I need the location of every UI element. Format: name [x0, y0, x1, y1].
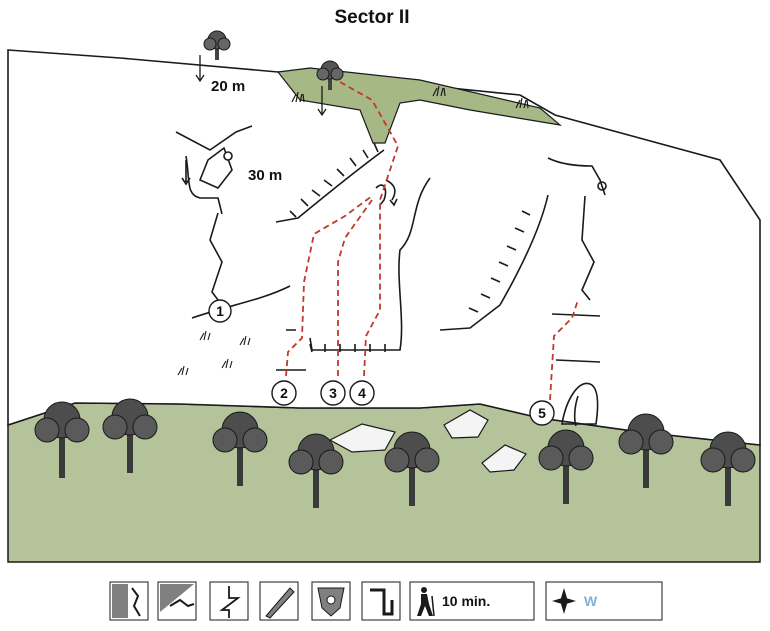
tree-icon	[288, 433, 344, 508]
route-marker: 3	[320, 380, 346, 406]
route-number: 2	[280, 385, 288, 401]
hook-anchor-icon	[361, 581, 401, 621]
tree-icon	[34, 401, 90, 478]
approach-time-box: 10 min.	[409, 581, 535, 621]
anchor-tree-icon	[195, 30, 231, 83]
boulder	[328, 409, 527, 473]
route-marker: 1	[208, 299, 232, 323]
tree-icon	[212, 411, 268, 486]
tree-icon	[538, 429, 594, 504]
route-marker: 4	[349, 380, 375, 406]
sector-title: Sector II	[335, 7, 410, 28]
tree-icon	[102, 398, 158, 473]
legend-bar: 10 min. W	[109, 581, 663, 621]
orientation-direction: W	[584, 593, 598, 609]
route-number: 5	[538, 405, 546, 421]
overhang-icon	[157, 581, 197, 621]
feather-quill-icon	[259, 581, 299, 621]
tree-icon	[384, 431, 440, 506]
climbing-hold-icon	[311, 581, 351, 621]
orientation-box: W	[545, 581, 663, 621]
hiker-icon	[417, 587, 435, 617]
grass-tuft-icon	[291, 85, 529, 109]
route-lines	[285, 81, 579, 401]
tree-icon	[700, 431, 756, 506]
route-line-5	[549, 299, 579, 401]
compass-rose-icon	[552, 588, 576, 614]
route-number: 3	[329, 385, 337, 401]
rock-features	[175, 125, 607, 427]
tree-icon	[618, 413, 674, 488]
rappel-distance-mid: 30 m	[248, 167, 282, 184]
route-marker: 5	[529, 400, 555, 426]
rappel-ring-icon	[223, 151, 233, 161]
route-number: 4	[358, 385, 366, 401]
meadow-trees	[34, 398, 756, 508]
top-grass-ledge	[276, 67, 563, 144]
anchor-tree-icon	[316, 60, 344, 117]
zigzag-crack-icon	[209, 581, 249, 621]
route-line-4	[339, 81, 399, 377]
vertical-wall-icon	[109, 581, 149, 621]
rappel-distance-top: 20 m	[211, 78, 245, 95]
route-number: 1	[216, 303, 224, 319]
approach-time: 10 min.	[442, 593, 490, 609]
route-line-3	[337, 199, 373, 376]
grass-tuft-icon	[177, 330, 251, 376]
route-line-2	[285, 195, 373, 377]
route-marker: 2	[271, 380, 297, 406]
